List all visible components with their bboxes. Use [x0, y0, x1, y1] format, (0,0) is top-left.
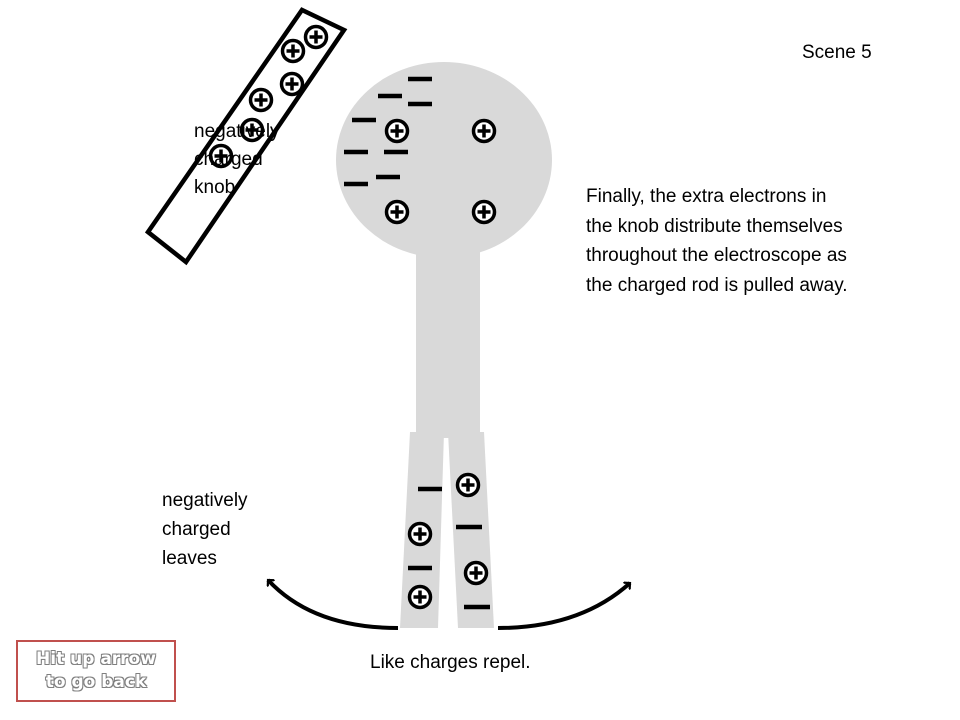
leaves-label: negatively charged leaves: [162, 490, 248, 569]
plus-circle-icon: [279, 71, 305, 97]
knob-charges: [344, 76, 432, 187]
plus-circle-icon: [471, 199, 497, 225]
electroscope: [336, 62, 552, 628]
curved-arrow-right-icon: [497, 581, 632, 630]
electroscope-leaf-right: [448, 432, 494, 628]
plus-circle-icon: [248, 87, 274, 113]
plus-circle-icon: [463, 560, 489, 586]
plus-circle-icon: [384, 118, 410, 144]
scene-description: Finally, the extra electrons in the knob…: [586, 186, 848, 296]
back-button-label: Hit up arrow to go back: [35, 648, 156, 692]
plus-circle-icon: [455, 472, 481, 498]
knob-label: negatively charged knob: [194, 121, 280, 198]
caption: Like charges repel.: [370, 652, 531, 673]
scene-title: Scene 5: [802, 42, 872, 63]
curved-arrow-left-icon: [266, 578, 399, 630]
plus-circle-icon: [407, 584, 433, 610]
electroscope-stem: [416, 246, 480, 438]
plus-circle-icon: [303, 24, 329, 50]
plus-circle-icon: [384, 199, 410, 225]
plus-circle-icon: [407, 521, 433, 547]
back-button[interactable]: Hit up arrow to go back: [16, 640, 176, 702]
electroscope-knob: [336, 62, 552, 258]
plus-circle-icon: [471, 118, 497, 144]
plus-circle-icon: [280, 38, 306, 64]
leaf-charges: [408, 486, 490, 610]
